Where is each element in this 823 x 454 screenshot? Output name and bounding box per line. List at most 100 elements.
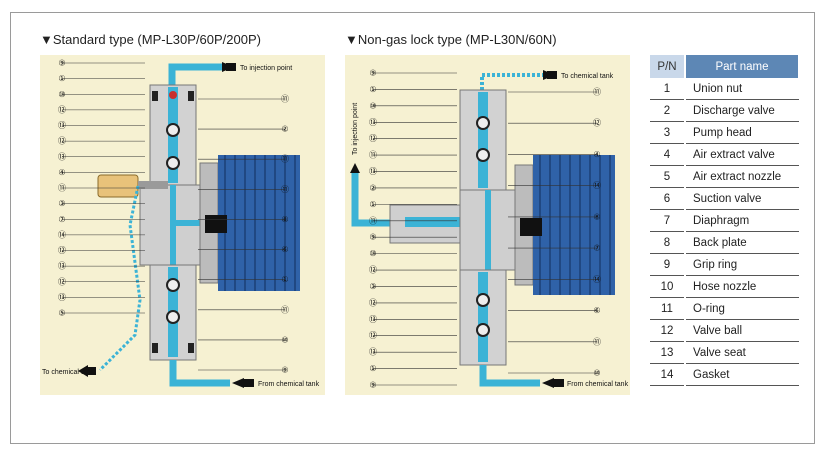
part-name-column-header: Part name: [685, 55, 800, 78]
standard-pump-drawing: To injection point From chemical tank To…: [42, 59, 320, 388]
from-tank-arrow-icon: [232, 378, 254, 388]
callout-label: ①: [369, 200, 376, 209]
part-number: 12: [650, 319, 686, 342]
callout-label: ⑩: [369, 249, 376, 258]
callout-label: ⑥: [593, 306, 600, 315]
callout-label: ⑫: [369, 266, 377, 275]
callout-label: ⑩: [58, 90, 65, 99]
part-number: 14: [650, 363, 686, 386]
callout-label: ⑨: [369, 69, 376, 78]
callout-label: ⑦: [593, 244, 600, 253]
motor-fins: [533, 155, 615, 295]
callout-label: ③: [369, 282, 376, 291]
callout-label: ⑧: [281, 215, 288, 224]
part-name: O-ring: [685, 297, 799, 320]
part-name: Air extract nozzle: [685, 165, 799, 188]
callout-label: ⑫: [58, 137, 66, 146]
callout-label: ⑪: [593, 88, 601, 97]
callout-label: ⑪: [281, 305, 289, 314]
callout-label: ①: [281, 275, 288, 284]
lower-valve-ball-2: [166, 310, 180, 324]
callout-label: ⑪: [281, 155, 289, 164]
part-number: 4: [650, 143, 686, 166]
callout-label: ⑬: [58, 262, 66, 271]
callout-label: ⑪: [369, 151, 377, 160]
from-tank-arrow-icon: [542, 378, 564, 388]
callout-label: ⑫: [58, 277, 66, 286]
callout-label: ⑨: [281, 366, 288, 375]
air-return-hose: [98, 185, 142, 372]
part-name: Hose nozzle: [685, 275, 799, 298]
callout-label: ⑭: [593, 181, 601, 190]
callout-label: ⑬: [58, 293, 66, 302]
part-number: 7: [650, 209, 686, 232]
callout-label: ⑪: [58, 184, 66, 193]
part-number: 2: [650, 99, 686, 122]
part-number: 6: [650, 187, 686, 210]
callout-label: ⑪: [281, 95, 289, 104]
callout-label: ⑫: [593, 119, 601, 128]
from-tank-flow-label: From chemical tank: [258, 381, 320, 388]
tank-top-flow-label: To chemical tank: [561, 73, 614, 80]
callout-label: ④: [593, 150, 600, 159]
part-number: 5: [650, 165, 686, 188]
callout-label: ②: [369, 183, 376, 192]
callout-label: ⑬: [58, 121, 66, 130]
from-tank-flow-label: From chemical tank: [567, 381, 629, 388]
callout-label: ②: [281, 125, 288, 134]
pn-column-header: P/N: [650, 55, 686, 78]
nongas-type-heading: ▼Non-gas lock type (MP-L30N/60N): [345, 32, 557, 47]
diaphragm: [520, 218, 542, 236]
part-name: Discharge valve: [685, 99, 799, 122]
diaphragm: [205, 215, 227, 233]
callout-label: ⑪: [281, 185, 289, 194]
nongas-type-diagram: To chemical tank To injection point From…: [345, 55, 630, 395]
callout-label: ⑩: [369, 101, 376, 110]
to-tank-arrow-icon: [78, 365, 96, 377]
to-tank-flow-label: To chemical tank: [42, 369, 95, 376]
part-name: Suction valve: [685, 187, 799, 210]
part-number: 1: [650, 78, 686, 100]
part-name: Diaphragm: [685, 209, 799, 232]
callout-label: ⑤: [58, 309, 65, 318]
part-name: Valve ball: [685, 319, 799, 342]
callout-label: ⑭: [593, 275, 601, 284]
callout-label: ⑭: [58, 230, 66, 239]
callout-label: ⑫: [58, 105, 66, 114]
injection-flow-label: To injection point: [240, 65, 292, 72]
callout-label: ⑬: [369, 348, 377, 357]
part-number: 9: [650, 253, 686, 276]
tank-top-arrow-icon: [543, 70, 557, 80]
part-name: Grip ring: [685, 253, 799, 276]
standard-type-heading: ▼Standard type (MP-L30P/60P/200P): [40, 32, 261, 47]
callout-label: ⑬: [58, 152, 66, 161]
callout-label: ⑬: [369, 315, 377, 324]
injection-vertical-label: To injection point: [352, 103, 359, 155]
part-name: Air extract valve: [685, 143, 799, 166]
callout-label: ①: [369, 364, 376, 373]
suction-pipe: [479, 365, 540, 387]
part-name: Valve seat: [685, 341, 799, 364]
callout-label: ⑥: [281, 245, 288, 254]
part-number: 8: [650, 231, 686, 254]
callout-label: ⑫: [58, 246, 66, 255]
discharge-pipe: [351, 173, 390, 227]
air-extract-valve: [97, 174, 139, 198]
callout-label: ⑫: [369, 134, 377, 143]
